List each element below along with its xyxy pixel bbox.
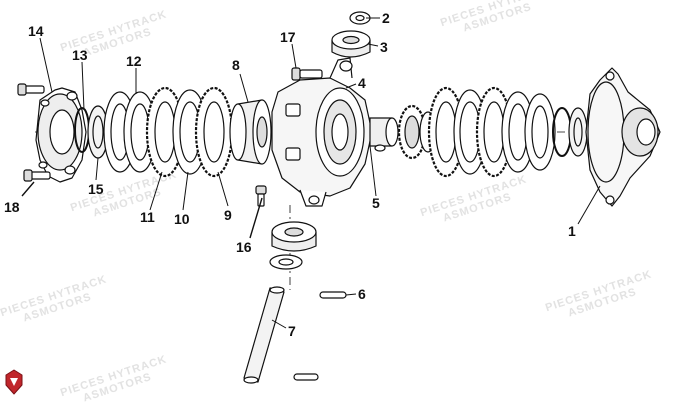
callout-15: 15 [88,181,104,197]
plate [524,93,556,171]
callout-16: 16 [236,239,252,255]
part-17-bolt [291,67,323,81]
callout-3: 3 [380,39,388,55]
callout-14: 14 [28,23,44,39]
leader-16 [249,197,263,239]
callout-9: 9 [224,207,232,223]
lower-bearing [271,221,317,252]
callout-13: 13 [72,47,88,63]
callout-18: 18 [4,199,20,215]
callout-6: 6 [358,286,366,302]
callout-11: 11 [140,209,155,225]
seal [568,107,588,157]
callout-12: 12 [126,53,142,69]
part-18-bolt [23,169,51,182]
leader-lines [39,17,601,329]
lower-washer [269,254,303,270]
part-5-shaft [369,117,399,152]
part-6-pin [293,373,319,381]
callout-17: 17 [280,29,296,45]
callout-2: 2 [382,10,390,26]
brand-logo [5,369,23,395]
part-4-housing [271,57,373,207]
part-3-bearing [331,30,371,58]
callout-8: 8 [232,57,240,73]
part-9-friction-disc [194,86,234,178]
callout-1: 1 [568,223,576,239]
exploded-parts-diagram [5,11,661,395]
part-1-cover [585,67,661,207]
callout-4: 4 [358,75,366,91]
callout-10: 10 [174,211,190,227]
part-8-hub [229,99,272,165]
callout-5: 5 [372,195,380,211]
part-14-cover-flange [35,87,87,183]
callout-7: 7 [288,323,296,339]
leader-18 [21,181,35,197]
part-18-bolt [17,83,45,96]
part-6-pin [319,291,347,299]
part-7-pin [243,286,285,384]
